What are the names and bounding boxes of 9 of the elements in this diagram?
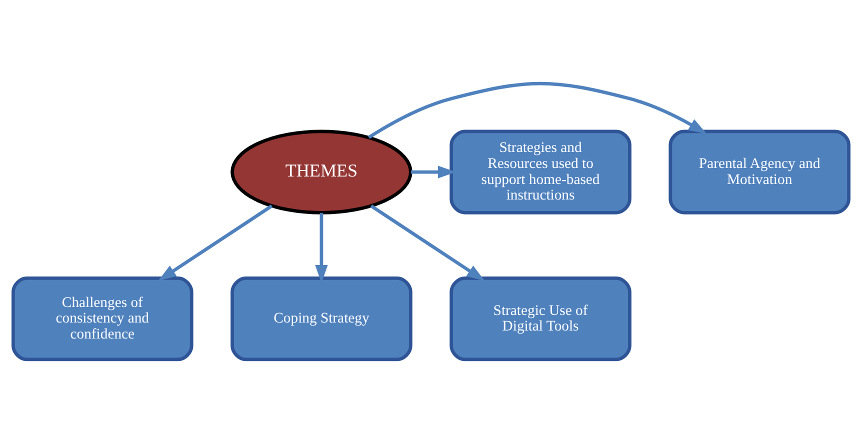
node-box: Strategies and Resources used to support home-based instructions [450, 130, 632, 214]
arrow [370, 204, 485, 281]
node-box: Strategic Use of Digital Tools [450, 276, 632, 362]
node-box: Coping Strategy [230, 276, 412, 362]
arrow [158, 204, 273, 281]
node-box: Challenges of consistency and confidence [12, 276, 194, 362]
node-ellipse: THEMES [230, 130, 412, 214]
node-box: Parental Agency and Motivation [668, 130, 850, 214]
arrow [368, 82, 707, 139]
